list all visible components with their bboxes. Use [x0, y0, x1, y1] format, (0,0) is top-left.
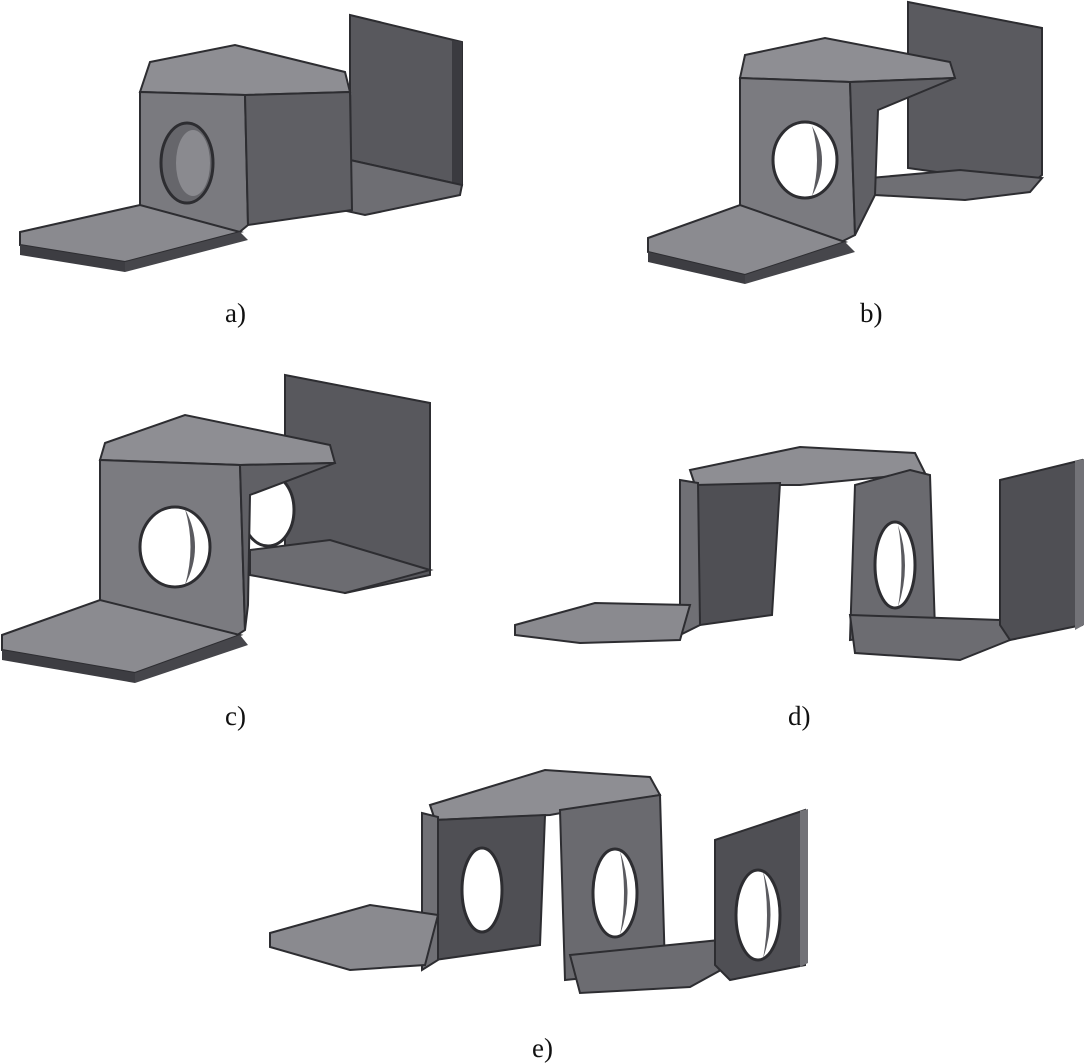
caption-d: d) — [788, 701, 811, 731]
caption-a: a) — [225, 298, 246, 328]
panel-d: d) — [510, 435, 1086, 730]
panel-b: b) — [560, 0, 1086, 340]
panel-a: a) — [0, 0, 540, 340]
panel-e: e) — [260, 765, 820, 1064]
caption-c: c) — [225, 701, 246, 731]
caption-e: e) — [532, 1033, 553, 1063]
bracket-e-drawing — [269, 768, 808, 995]
bracket-c-drawing — [1, 373, 434, 683]
bracket-d-drawing — [514, 445, 1084, 662]
caption-b: b) — [860, 298, 883, 328]
bracket-a-drawing — [19, 13, 464, 272]
panel-c: c) — [0, 365, 500, 730]
bracket-b-drawing — [647, 0, 1045, 284]
